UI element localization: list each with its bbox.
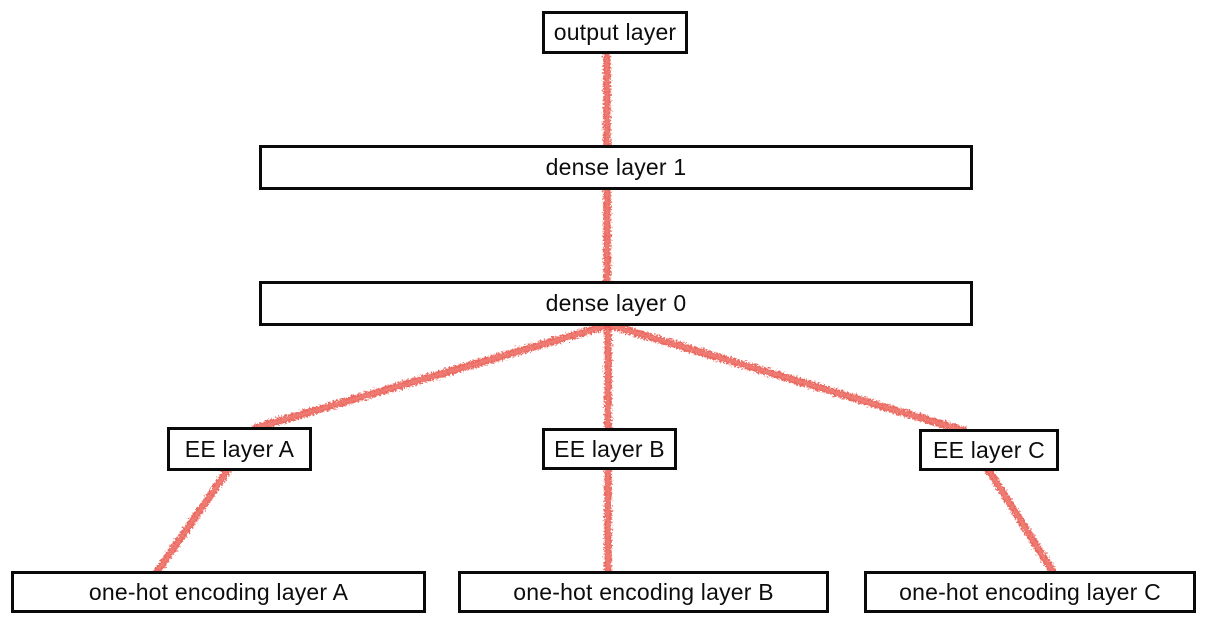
edge-core-ee_a-onehot_a [155, 468, 230, 574]
node-ee_b: EE layer B [542, 428, 677, 470]
node-output: output layer [542, 11, 688, 54]
node-label: one-hot encoding layer C [899, 578, 1161, 605]
node-dense0: dense layer 0 [259, 281, 973, 326]
node-label: output layer [553, 19, 677, 45]
edge-core-dense0-ee_a [253, 323, 611, 430]
node-onehot_a: one-hot encoding layer A [11, 571, 426, 613]
node-label: dense layer 1 [545, 154, 687, 180]
node-onehot_b: one-hot encoding layer B [458, 571, 829, 613]
node-label: EE layer C [933, 436, 1045, 463]
node-ee_c: EE layer C [919, 429, 1059, 471]
node-onehot_c: one-hot encoding layer C [864, 571, 1196, 613]
node-label: dense layer 0 [545, 290, 687, 316]
node-label: one-hot encoding layer A [88, 578, 349, 605]
edge-core-ee_c-onehot_c [986, 467, 1055, 574]
node-ee_a: EE layer A [167, 427, 312, 471]
node-dense1: dense layer 1 [259, 145, 973, 190]
edge-group [153, 53, 1057, 576]
node-label: one-hot encoding layer B [513, 578, 774, 605]
edge-core-dense0-ee_c [608, 323, 967, 433]
node-label: EE layer A [184, 435, 295, 462]
node-label: EE layer B [554, 435, 665, 462]
